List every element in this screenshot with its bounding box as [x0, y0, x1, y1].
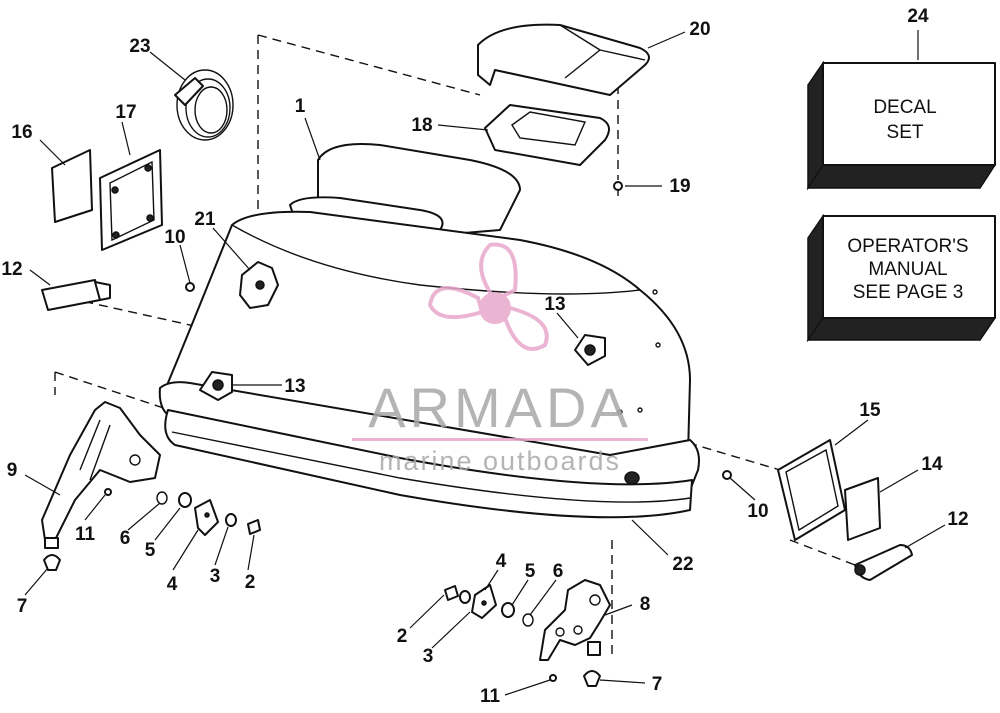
- plug-part-12-right: [854, 544, 913, 581]
- watermark-brand: ARMADA: [368, 376, 632, 439]
- wire-coil-part-23: [174, 69, 234, 141]
- callout-6-left: 6: [120, 528, 131, 549]
- pad-part-16: [51, 149, 93, 223]
- engine-cover: [158, 143, 700, 519]
- callout-24: 24: [907, 6, 929, 27]
- manual-box-line1: OPERATOR'S: [847, 236, 968, 257]
- callout-3-right: 3: [423, 646, 434, 667]
- leader-lines: [24, 30, 946, 696]
- manual-box-line2: MANUAL: [868, 259, 947, 280]
- callout-2-left: 2: [245, 572, 256, 593]
- plug-part-12-left: [41, 279, 111, 311]
- gasket-part-15: [777, 439, 846, 541]
- watermark-divider: [352, 438, 648, 441]
- decal-set-box: DECAL SET: [806, 60, 997, 191]
- hardware-left: [43, 488, 261, 571]
- screw-part-10-right: [722, 470, 732, 480]
- callout-20: 20: [689, 19, 710, 40]
- callout-7-right: 7: [652, 674, 663, 695]
- callout-13-left: 13: [284, 376, 305, 397]
- grommet-part-13-right: [574, 334, 606, 366]
- callout-10-right: 10: [747, 501, 768, 522]
- cover-cap-part-20: [477, 23, 650, 96]
- callout-3-left: 3: [210, 566, 221, 587]
- callout-23: 23: [129, 36, 150, 57]
- callout-17: 17: [115, 102, 136, 123]
- pad-part-14: [844, 477, 881, 541]
- callout-15: 15: [859, 400, 881, 421]
- grommet-part-13-left: [199, 371, 233, 401]
- callout-7-left: 7: [17, 596, 28, 617]
- callout-2-right: 2: [397, 626, 408, 647]
- decal-box-line2: SET: [887, 122, 924, 143]
- callout-10-left: 10: [164, 227, 185, 248]
- propeller-logo-icon: [427, 242, 549, 351]
- callout-11-right: 11: [480, 686, 501, 707]
- callout-14: 14: [921, 454, 943, 475]
- screw-part-10-left: [185, 282, 195, 292]
- manual-box-line3: SEE PAGE 3: [853, 282, 964, 303]
- callout-22: 22: [672, 554, 693, 575]
- callout-8: 8: [640, 594, 651, 615]
- callout-12-right: 12: [947, 509, 968, 530]
- hardware-right: [444, 584, 601, 687]
- callout-16: 16: [11, 122, 32, 143]
- operators-manual-box: OPERATOR'S MANUAL SEE PAGE 3: [806, 213, 997, 343]
- bracket-part-9: [41, 401, 161, 549]
- bracket-part-8: [539, 579, 611, 661]
- callout-9: 9: [7, 460, 18, 481]
- callout-11-left: 11: [75, 524, 96, 545]
- callout-21: 21: [194, 209, 216, 230]
- decal-box-line1: DECAL: [873, 97, 936, 118]
- callout-12-left: 12: [1, 259, 22, 280]
- callout-5-right: 5: [525, 561, 536, 582]
- callout-13-right: 13: [544, 294, 565, 315]
- callout-1: 1: [295, 96, 306, 117]
- callout-19: 19: [669, 176, 690, 197]
- callout-numbers: 1 23 16 17 12 10 21 18 20 19 24 13 13 9 …: [1, 6, 968, 707]
- screw-part-19: [613, 181, 623, 196]
- callout-4-right: 4: [496, 551, 507, 572]
- watermark-tagline: marine outboards: [379, 446, 621, 476]
- gasket-plate-part-17: [99, 149, 163, 251]
- callout-18: 18: [411, 115, 432, 136]
- callout-6-right: 6: [553, 561, 564, 582]
- knob-part-21: [239, 261, 279, 309]
- callout-4-left: 4: [167, 574, 178, 595]
- callout-5-left: 5: [145, 540, 156, 561]
- seal-part-18: [484, 104, 610, 166]
- armada-watermark: ARMADA marine outboards: [352, 242, 648, 476]
